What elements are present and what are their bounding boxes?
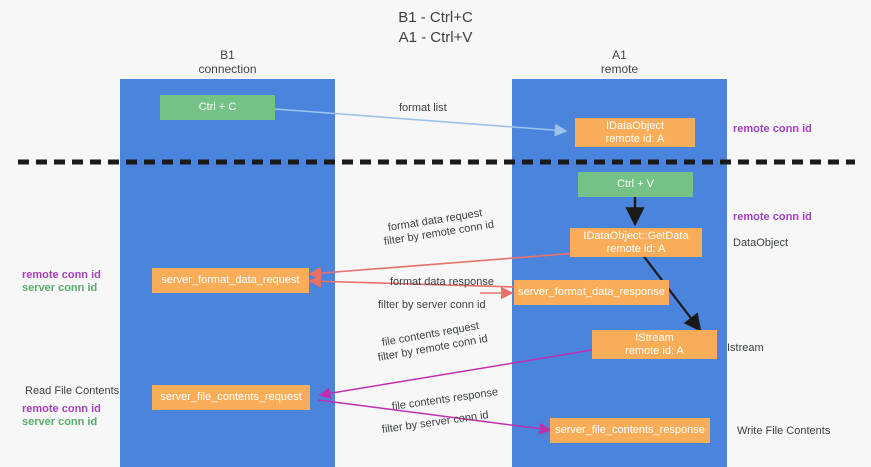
- box-server-format-data-request[interactable]: server_format_data_request: [152, 268, 309, 293]
- title-line-2: A1 - Ctrl+V: [398, 29, 473, 46]
- box-server-file-contents-response-label: server_file_contents_response: [555, 424, 705, 436]
- annotation-dataobject: DataObject: [733, 237, 789, 249]
- lane-b1-name: B1: [220, 48, 235, 62]
- edge-label-filter-server-conn-id-1: filter by server conn id: [378, 298, 486, 312]
- annotation-left-server-conn-id: server conn id: [22, 282, 98, 294]
- box-server-file-contents-request[interactable]: server_file_contents_request: [152, 385, 310, 410]
- edge-label-format-list: format list: [399, 102, 447, 114]
- box-server-format-data-request-label: server_format_data_request: [161, 274, 300, 286]
- lane-header-a1: A1 remote: [512, 48, 727, 76]
- page-title: B1 - Ctrl+C A1 - Ctrl+V: [0, 8, 871, 48]
- box-ctrl-c-label: Ctrl + C: [198, 101, 237, 113]
- annotation-left-remote-conn-id-2: remote conn id: [22, 403, 101, 415]
- box-ctrl-c[interactable]: Ctrl + C: [160, 95, 275, 120]
- annotation-left-server-conn-id-2: server conn id: [22, 416, 98, 428]
- annotation-remote-conn-id-mid: remote conn id: [733, 211, 812, 223]
- box-getdata-line-1: IDataObject::GetData: [583, 229, 689, 242]
- annotation-write-file-contents: Write File Contents: [737, 425, 831, 437]
- server-conn-id-text-2: server conn id: [419, 409, 490, 431]
- box-istream-line-2: remote id: A: [625, 344, 684, 357]
- annotation-istream: Istream: [727, 342, 764, 354]
- box-ctrl-v[interactable]: Ctrl + V: [578, 172, 693, 197]
- box-server-format-data-response[interactable]: server_format_data_response: [514, 280, 669, 305]
- annotation-read-file-contents: Read File Contents: [25, 385, 120, 397]
- lane-b1-sub: connection: [198, 62, 257, 76]
- box-ctrl-v-label: Ctrl + V: [617, 178, 654, 190]
- box-server-file-contents-request-label: server_file_contents_request: [160, 391, 302, 403]
- box-istream-line-1: IStream: [635, 331, 674, 344]
- filter-by-text-2: filter by: [378, 299, 417, 311]
- box-idataobject-line-1: IDataObject: [605, 119, 665, 132]
- box-server-file-contents-response[interactable]: server_file_contents_response: [550, 418, 710, 443]
- annotation-left-remote-conn-id: remote conn id: [22, 269, 101, 281]
- box-idataobject-getdata[interactable]: IDataObject::GetData remote id: A: [570, 228, 702, 257]
- annotation-remote-conn-id-top: remote conn id: [733, 123, 812, 135]
- lane-header-b1: B1 connection: [120, 48, 335, 76]
- edge-label-format-data-response: format data response: [390, 276, 494, 288]
- lane-a1-sub: remote: [600, 62, 639, 76]
- title-line-1: B1 - Ctrl+C: [398, 9, 473, 26]
- box-idataobject[interactable]: IDataObject remote id: A: [575, 118, 695, 147]
- filter-by-text-4: filter by: [381, 418, 421, 436]
- lane-a1-name: A1: [612, 48, 627, 62]
- box-istream[interactable]: IStream remote id: A: [592, 330, 717, 359]
- box-getdata-line-2: remote id: A: [606, 242, 666, 255]
- server-conn-id-text-1: server conn id: [416, 299, 486, 311]
- box-server-format-data-response-label: server_format_data_response: [518, 286, 665, 298]
- box-idataobject-line-2: remote id: A: [605, 132, 665, 145]
